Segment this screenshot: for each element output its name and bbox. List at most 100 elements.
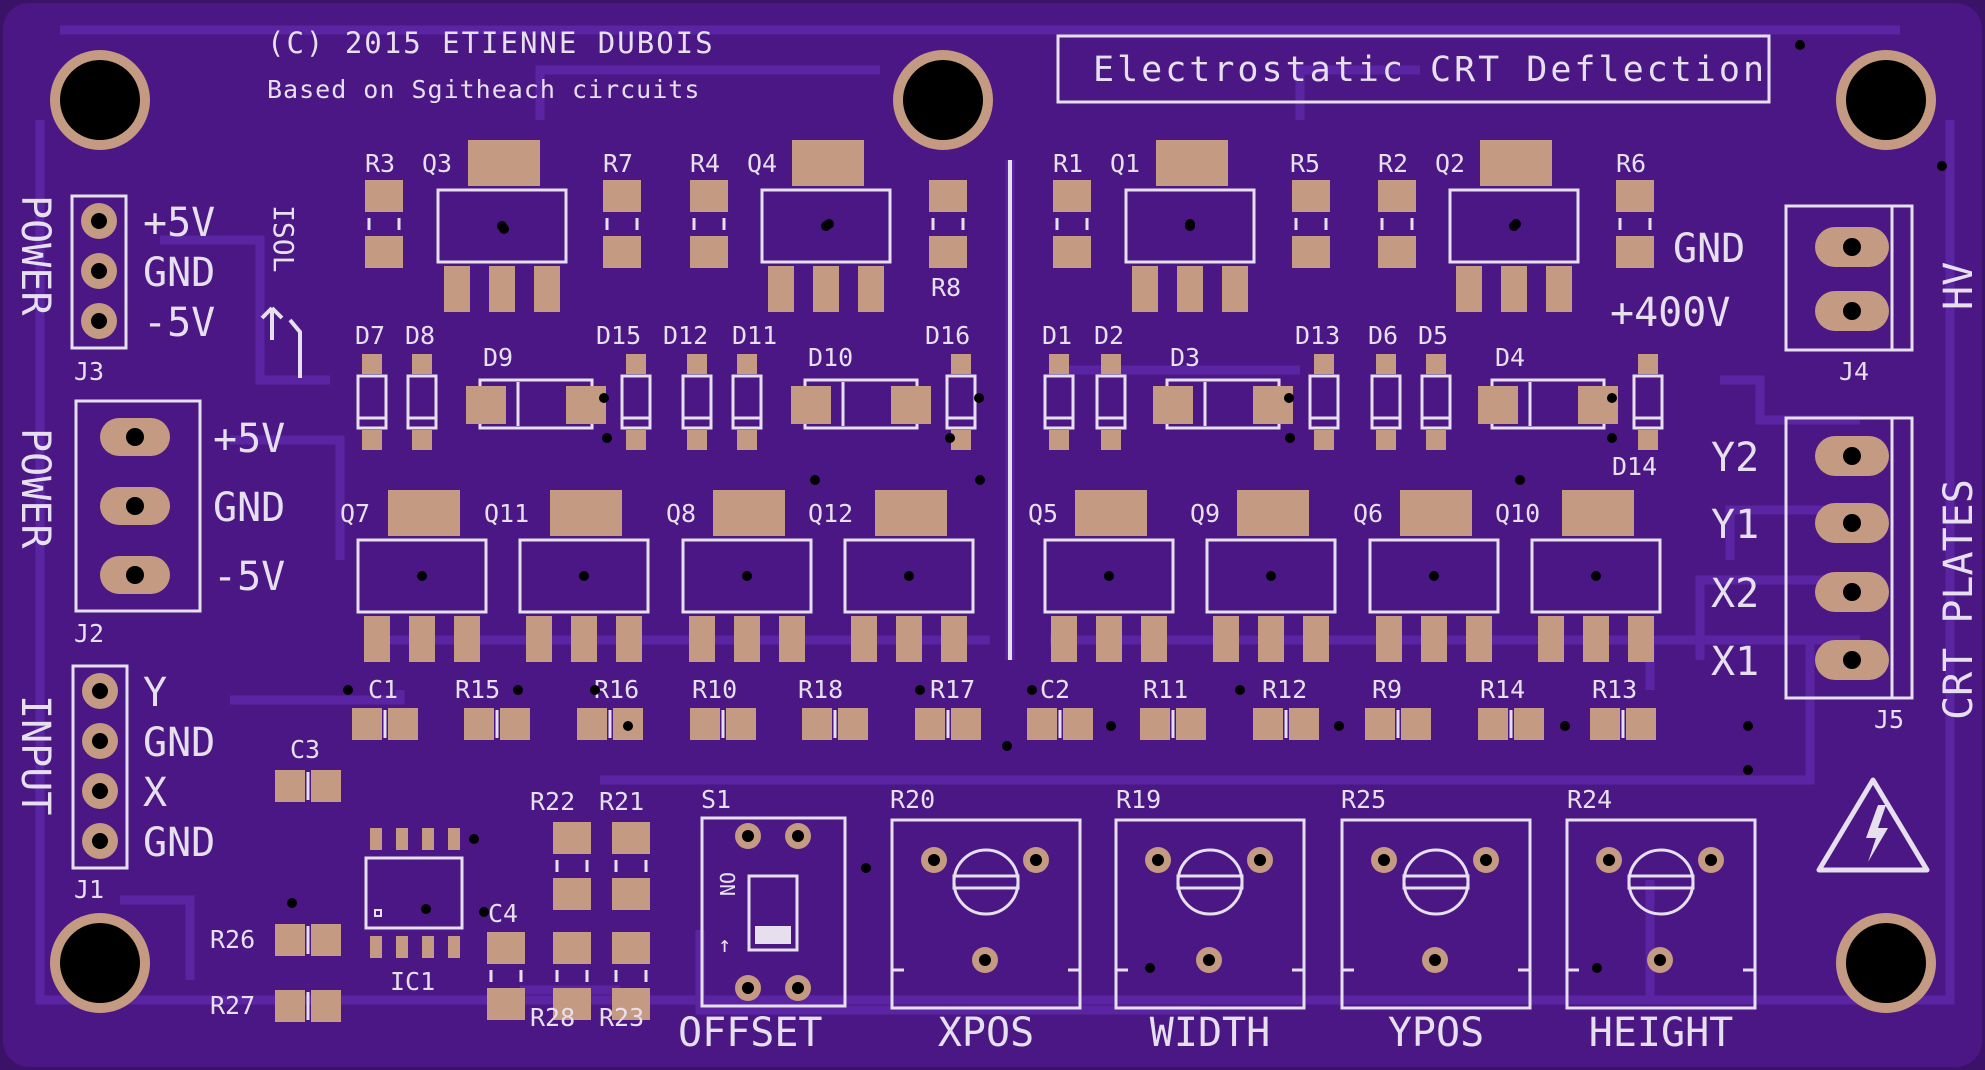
offset-label: OFFSET <box>678 1010 823 1056</box>
resistor-r21 <box>612 822 650 910</box>
diode-d4 <box>1478 378 1618 430</box>
pot-label-ypos: YPOS <box>1388 1010 1484 1056</box>
ref-r20: R20 <box>890 785 935 814</box>
resistor-r3 <box>365 180 403 268</box>
resistor-r17 <box>915 708 981 740</box>
resistor-r1 <box>1053 180 1091 268</box>
resistor-r13 <box>1590 708 1656 740</box>
j3-pin-2: GND <box>143 250 215 296</box>
diode-d10 <box>791 378 931 430</box>
diode-d16 <box>945 354 977 450</box>
potentiometer-r25[interactable] <box>1340 818 1532 1010</box>
mounting-hole-icon <box>50 50 150 150</box>
transistor-q8 <box>681 490 813 662</box>
based-on-text: Based on Sgitheach circuits <box>267 75 700 104</box>
transistor-q12 <box>843 490 975 662</box>
resistor-r5 <box>1292 180 1330 268</box>
diode-d1 <box>1043 354 1075 450</box>
connector-j5: Y2 Y1 X2 X1 CRT PLATES J5 <box>1711 416 1982 734</box>
ref-r27: R27 <box>210 991 255 1020</box>
potentiometer-r24[interactable] <box>1565 818 1757 1010</box>
pot-label-height: HEIGHT <box>1589 1010 1734 1056</box>
j1-title: INPUT <box>12 695 58 815</box>
ref-q2: Q2 <box>1435 149 1465 178</box>
switch-on-label: ON <box>715 872 739 896</box>
ref-q4: Q4 <box>747 149 777 178</box>
j2-pin-1: +5V <box>213 416 285 462</box>
ref-d1: D1 <box>1042 321 1072 350</box>
capacitor-c1 <box>352 708 418 740</box>
j4-ref: J4 <box>1839 357 1869 386</box>
mounting-hole-icon <box>50 913 150 1013</box>
diode-d11 <box>731 354 763 450</box>
ref-q9: Q9 <box>1190 499 1220 528</box>
connector-j3: POWER +5V GND -5V J3 <box>12 194 215 386</box>
transistor-q11 <box>518 490 650 662</box>
ref-r15: R15 <box>455 675 500 704</box>
ref-r12: R12 <box>1262 675 1307 704</box>
diode-d9 <box>466 378 606 430</box>
ref-c1: C1 <box>368 675 398 704</box>
ref-q1: Q1 <box>1110 149 1140 178</box>
diode-d13 <box>1308 354 1340 450</box>
resistor-r23 <box>612 932 650 1020</box>
potentiometer-r20[interactable] <box>890 818 1082 1010</box>
board-outline <box>3 3 1982 1067</box>
transistor-q9 <box>1205 490 1337 662</box>
resistor-r28 <box>553 932 591 1020</box>
transistor-q5 <box>1043 490 1175 662</box>
lightning-bolt-icon <box>1866 805 1888 862</box>
vias <box>287 40 1947 973</box>
potentiometer-r19[interactable] <box>1114 818 1306 1010</box>
diode-d2 <box>1095 354 1127 450</box>
diode-d8 <box>406 354 438 450</box>
ref-r17: R17 <box>930 675 975 704</box>
transistor-q7 <box>356 490 488 662</box>
j4-title: HV <box>1936 262 1982 310</box>
ref-d5: D5 <box>1418 321 1448 350</box>
diode-d15 <box>620 354 652 450</box>
ref-q5: Q5 <box>1028 499 1058 528</box>
capacitor-c2 <box>1027 708 1093 740</box>
switch-arrow-icon: ↑ <box>718 933 731 958</box>
ref-r13: R13 <box>1592 675 1637 704</box>
resistor-r6 <box>1616 180 1654 268</box>
ref-r28: R28 <box>530 1003 575 1032</box>
ref-d14: D14 <box>1612 452 1657 481</box>
connector-j4: GND +400V HV J4 <box>1610 204 1982 386</box>
ref-d15: D15 <box>596 321 641 350</box>
diode-d3 <box>1153 378 1293 430</box>
diode-d14 <box>1632 354 1664 450</box>
ref-r8: R8 <box>931 273 961 302</box>
ref-r22: R22 <box>530 787 575 816</box>
j1-pin-3: X <box>143 770 167 816</box>
pot-label-xpos: XPOS <box>938 1010 1034 1056</box>
diode-d7 <box>356 354 388 450</box>
resistor-r26 <box>275 924 341 956</box>
ref-r9: R9 <box>1372 675 1402 704</box>
ref-q10: Q10 <box>1495 499 1540 528</box>
copyright-text: (C) 2015 ETIENNE DUBOIS <box>267 26 715 60</box>
ref-r5: R5 <box>1290 149 1320 178</box>
transistor-q4 <box>760 140 892 312</box>
j2-pin-3: -5V <box>213 554 285 600</box>
j5-pin-4: X1 <box>1711 639 1759 685</box>
board-title: Electrostatic CRT Deflection <box>1093 50 1767 90</box>
j3-title: POWER <box>12 195 58 316</box>
ref-r2: R2 <box>1378 149 1408 178</box>
high-voltage-warning-icon <box>1816 777 1930 873</box>
pot-label-width: WIDTH <box>1150 1010 1270 1056</box>
j3-pin-3: -5V <box>143 300 215 346</box>
ref-r14: R14 <box>1480 675 1525 704</box>
capacitor-c3 <box>275 770 341 802</box>
switch-s1[interactable]: ON ↑ <box>700 816 847 1008</box>
ref-r18: R18 <box>798 675 843 704</box>
ref-d9: D9 <box>483 343 513 372</box>
ref-q6: Q6 <box>1353 499 1383 528</box>
mounting-hole-icon <box>1836 50 1936 150</box>
ref-d7: D7 <box>355 321 385 350</box>
ref-r19: R19 <box>1116 785 1161 814</box>
j1-pin-4: GND <box>143 820 215 866</box>
connector-j2: POWER +5V GND -5V J2 <box>12 399 285 648</box>
